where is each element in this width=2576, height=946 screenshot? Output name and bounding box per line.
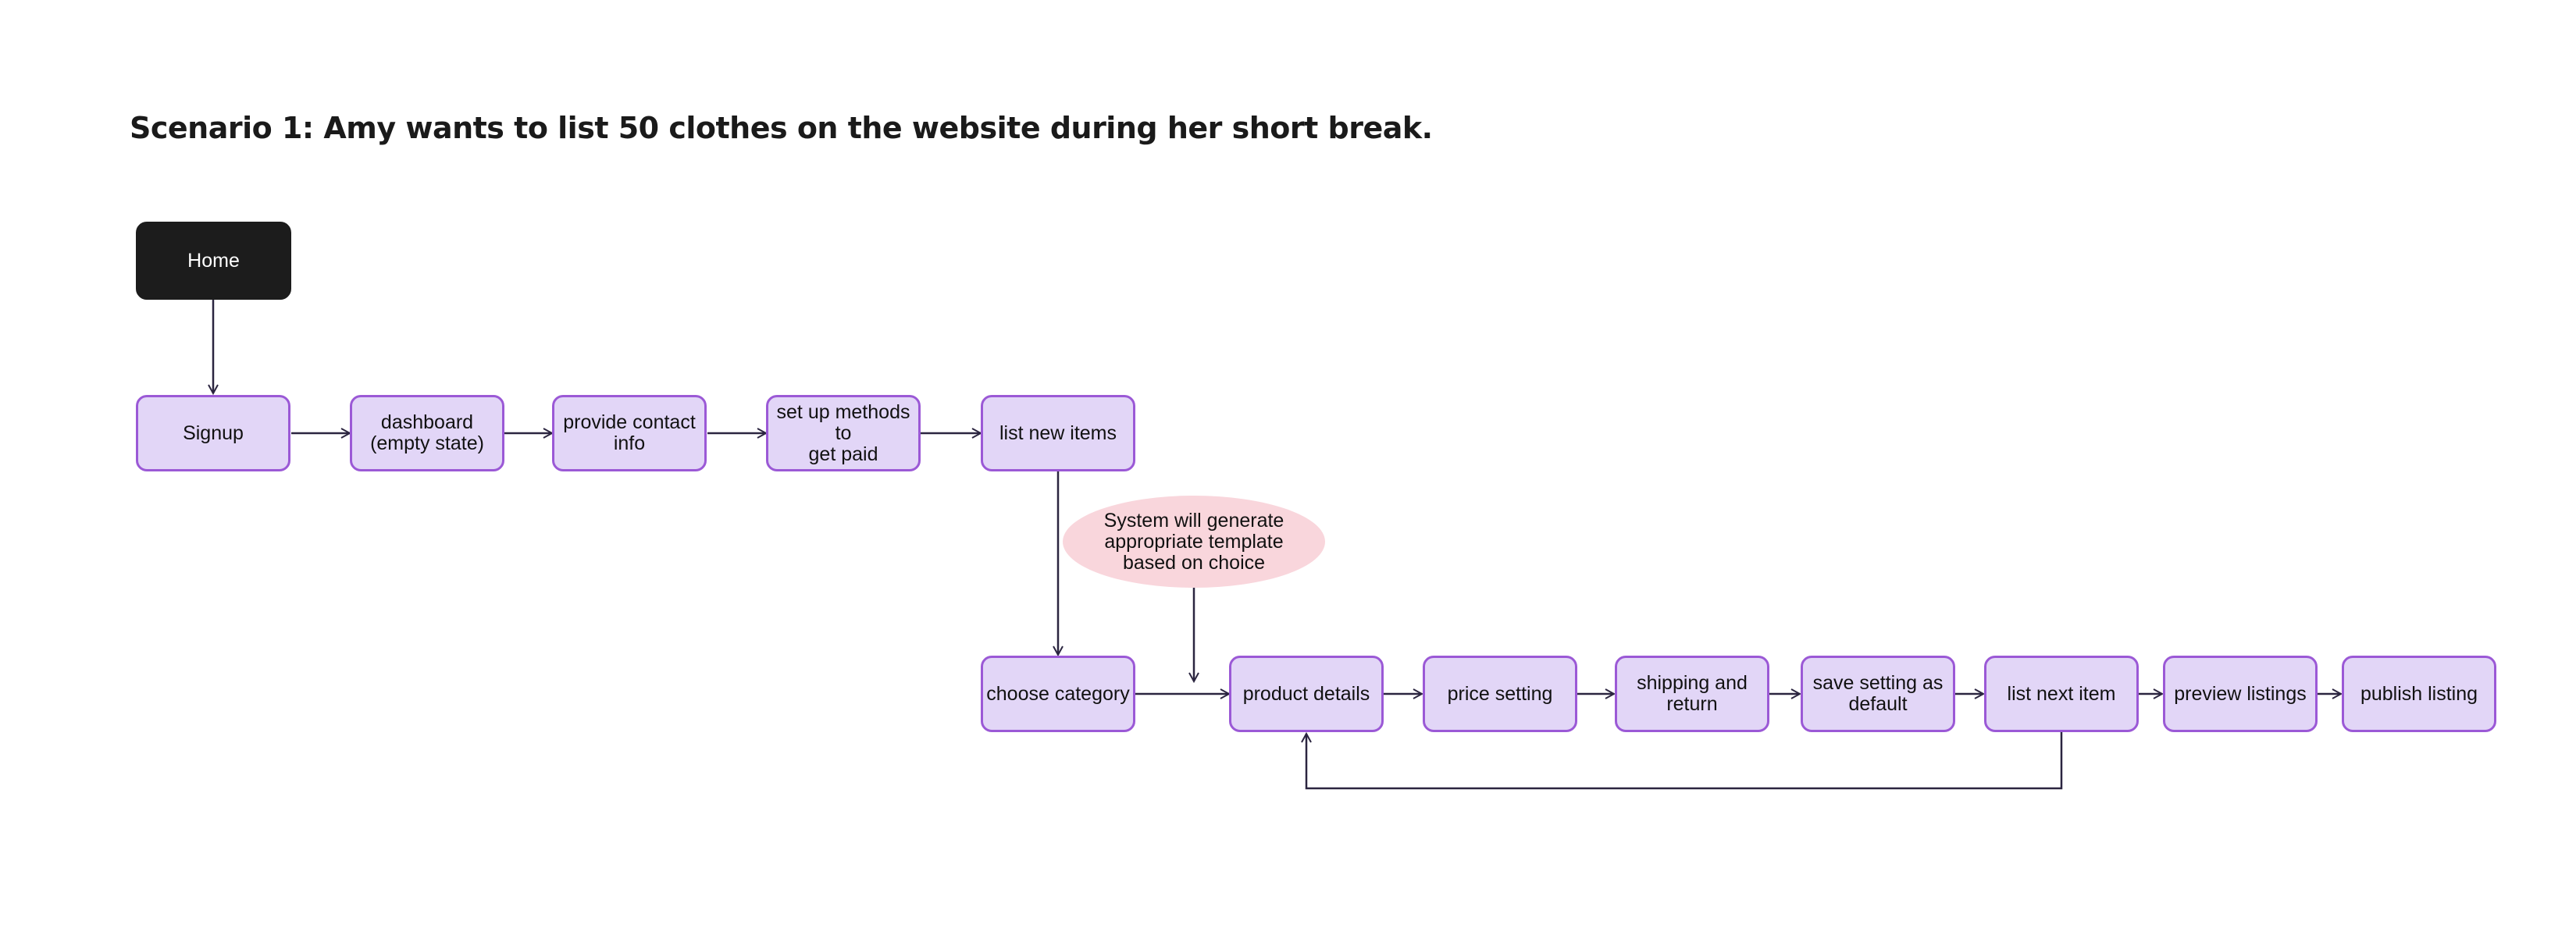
edge-loop-list-next-product <box>1306 732 2063 790</box>
node-list-next-item[interactable]: list next item <box>1984 656 2139 732</box>
node-signup[interactable]: Signup <box>136 395 290 471</box>
node-list-new-items[interactable]: list new items <box>981 395 1135 471</box>
node-home[interactable]: Home <box>136 222 291 300</box>
node-product-details[interactable]: product details <box>1229 656 1384 732</box>
node-price-setting[interactable]: price setting <box>1423 656 1577 732</box>
node-preview-listings[interactable]: preview listings <box>2163 656 2318 732</box>
node-publish-listing[interactable]: publish listing <box>2342 656 2496 732</box>
node-save-setting-default[interactable]: save setting as default <box>1801 656 1955 732</box>
node-shipping-return[interactable]: shipping and return <box>1615 656 1769 732</box>
node-setup-payment[interactable]: set up methods to get paid <box>766 395 921 471</box>
node-choose-category[interactable]: choose category <box>981 656 1135 732</box>
node-dashboard[interactable]: dashboard (empty state) <box>350 395 504 471</box>
page-title: Scenario 1: Amy wants to list 50 clothes… <box>130 111 1433 145</box>
node-provide-contact-info[interactable]: provide contact info <box>552 395 707 471</box>
note-template-generation: System will generate appropriate templat… <box>1063 496 1325 588</box>
